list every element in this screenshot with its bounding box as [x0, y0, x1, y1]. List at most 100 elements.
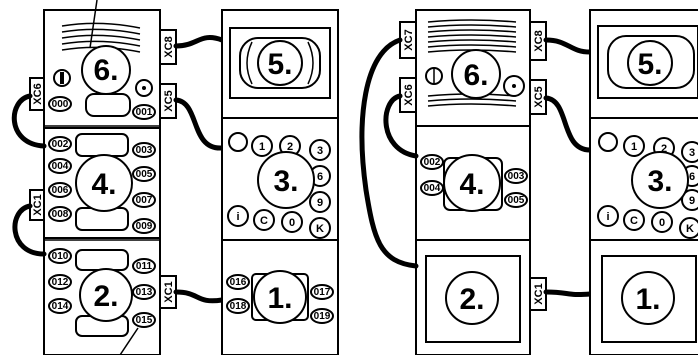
right-key-i[interactable]	[597, 205, 619, 227]
right-button-004[interactable]	[420, 180, 444, 196]
button-019[interactable]	[310, 308, 334, 324]
module-1-label: 1.	[267, 282, 292, 315]
right-button-003[interactable]	[504, 168, 528, 184]
leader-line-top	[89, 0, 98, 49]
button-012[interactable]	[48, 274, 72, 290]
module-2-circle	[79, 268, 133, 322]
speaker-grille-right	[427, 19, 517, 107]
cable-xc5-left	[173, 97, 225, 151]
key-6-label: 6	[317, 171, 323, 183]
button-011-label: 011	[136, 261, 153, 272]
button-005[interactable]	[132, 166, 156, 182]
button-007[interactable]	[132, 192, 156, 208]
button-002[interactable]	[48, 136, 72, 152]
module-2-right-circle	[445, 271, 499, 325]
button-019-label: 019	[314, 311, 331, 322]
button-016[interactable]	[226, 274, 250, 290]
connector-xc5-right-label: XC5	[533, 86, 545, 107]
module-1-circle	[253, 270, 307, 324]
module-4-right-label: 4.	[459, 168, 484, 201]
module-1-right-circle	[621, 271, 675, 325]
module-6-right-label: 6.	[463, 59, 488, 92]
button-009[interactable]	[132, 218, 156, 234]
right-button-002-label: 002	[424, 157, 441, 168]
left-assembly: 6. 000 001 4. 002 004 006 008 003 005 00…	[43, 0, 161, 355]
module-5-label: 5.	[267, 48, 292, 81]
button-000[interactable]	[48, 96, 72, 112]
key-3[interactable]	[309, 139, 331, 161]
key-k-label: K	[316, 223, 324, 235]
button-015-label: 015	[136, 315, 153, 326]
right-key-i-label: i	[606, 211, 609, 223]
module-4-right-circle	[443, 154, 501, 212]
cable-xc8-left	[173, 35, 225, 49]
right-key-c-label: C	[630, 215, 638, 227]
button-009-label: 009	[136, 221, 153, 232]
right-button-002[interactable]	[420, 154, 444, 170]
button-008-label: 008	[52, 209, 69, 220]
right-button-003-label: 003	[508, 171, 525, 182]
right-key-0[interactable]	[651, 211, 673, 233]
button-003[interactable]	[132, 142, 156, 158]
button-004-label: 004	[52, 161, 69, 172]
button-010[interactable]	[48, 248, 72, 264]
button-013[interactable]	[132, 284, 156, 300]
connector-xc1-right-label: XC1	[533, 283, 545, 304]
module-2-label: 2.	[93, 280, 118, 313]
right-key-c[interactable]	[623, 209, 645, 231]
keypad-sensor-icon-right	[598, 132, 618, 152]
key-0-label: 0	[289, 217, 295, 229]
key-c-label: C	[260, 215, 268, 227]
button-017-label: 017	[314, 287, 331, 298]
key-9[interactable]	[309, 191, 331, 213]
module-3-right-circle	[631, 151, 689, 209]
button-003-label: 003	[136, 145, 153, 156]
button-013-label: 013	[136, 287, 153, 298]
connector-xc1-left-low-label: XC1	[163, 281, 175, 302]
module-5-right-label: 5.	[637, 48, 662, 81]
cable-xc5-right	[543, 95, 593, 153]
right-key-k[interactable]	[679, 217, 698, 239]
right-key-3[interactable]	[681, 141, 698, 163]
connector-xc5-left-label: XC5	[163, 90, 175, 111]
button-014[interactable]	[48, 298, 72, 314]
module-5-right-circle	[627, 40, 673, 86]
key-0[interactable]	[281, 211, 303, 233]
right-key-9[interactable]	[681, 189, 698, 211]
cable-xc1-left-low	[173, 289, 225, 304]
button-001[interactable]	[132, 104, 156, 120]
key-k[interactable]	[309, 217, 331, 239]
button-slot	[85, 93, 131, 117]
right-key-1[interactable]	[623, 135, 645, 157]
right-button-005[interactable]	[504, 192, 528, 208]
module-3-label: 3.	[273, 165, 298, 198]
connector-xc6-right-label: XC6	[403, 84, 415, 105]
leader-line-bottom	[119, 327, 139, 355]
module-3-circle	[257, 151, 315, 209]
connector-xc6-left-label: XC6	[32, 83, 44, 104]
cable-xc7	[359, 37, 419, 269]
key-1[interactable]	[251, 135, 273, 157]
button-001-label: 001	[136, 107, 153, 118]
button-006[interactable]	[48, 182, 72, 198]
key-i[interactable]	[227, 205, 249, 227]
cable-xc1-right	[543, 289, 593, 298]
button-014-label: 014	[52, 301, 69, 312]
button-018[interactable]	[226, 298, 250, 314]
button-005-label: 005	[136, 169, 153, 180]
module-2-right-label: 2.	[459, 283, 484, 316]
connector-xc8-left-label: XC8	[163, 36, 175, 57]
button-011[interactable]	[132, 258, 156, 274]
button-007-label: 007	[136, 195, 153, 206]
button-017[interactable]	[310, 284, 334, 300]
cable-xc8-right	[543, 37, 593, 55]
button-008[interactable]	[48, 206, 72, 222]
connector-xc7-label: XC7	[403, 29, 415, 50]
left-inner-connectors: XC8 XC5 XC1	[159, 29, 225, 309]
key-c[interactable]	[253, 209, 275, 231]
button-004[interactable]	[48, 158, 72, 174]
button-018-label: 018	[230, 301, 247, 312]
right-key-k-label: K	[686, 223, 694, 235]
button-015[interactable]	[132, 312, 156, 328]
